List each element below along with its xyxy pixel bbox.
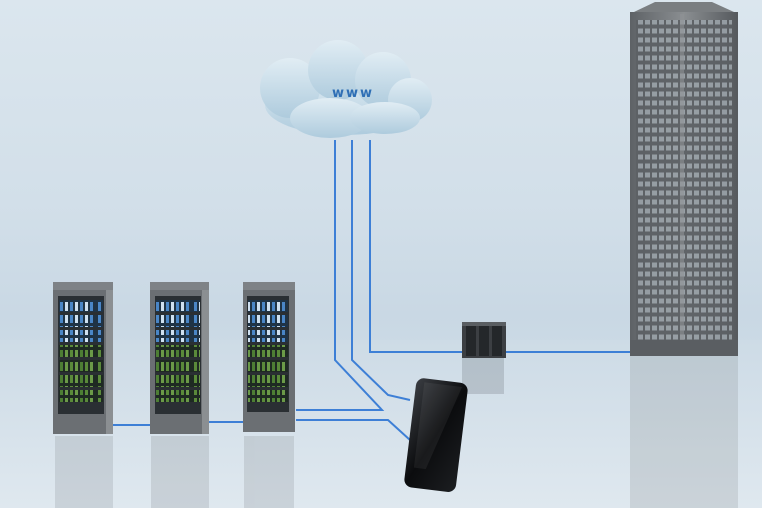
server-unit <box>462 322 506 358</box>
smartphone <box>404 378 468 492</box>
vending-fridge-3 <box>243 282 295 432</box>
office-tower <box>630 2 738 356</box>
network-cables <box>113 140 630 441</box>
cloud-icon <box>260 40 432 138</box>
reflections <box>55 356 738 508</box>
cloud-label: www <box>331 86 375 101</box>
vending-fridge-1 <box>53 282 113 434</box>
vending-fridge-2 <box>150 282 209 434</box>
